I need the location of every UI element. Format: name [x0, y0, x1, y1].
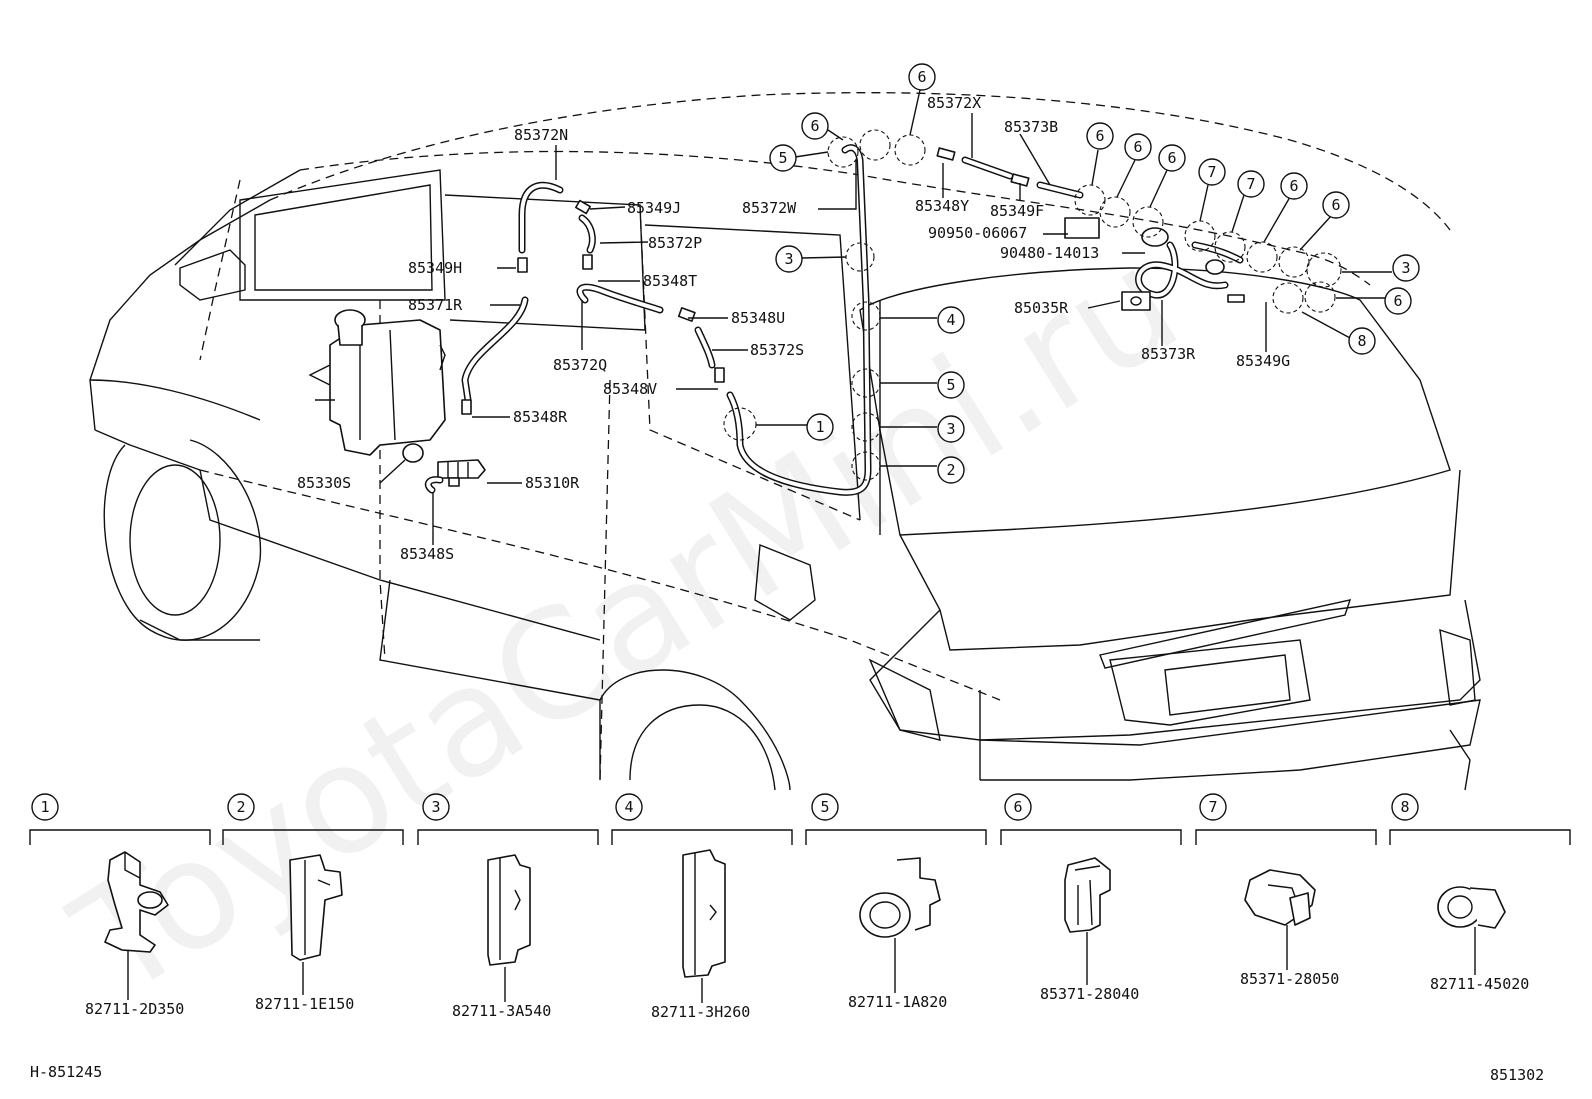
diagram-code-left: H-851245	[30, 1063, 102, 1081]
label-90950-06067: 90950-06067	[928, 224, 1027, 242]
legend-number-3: 3	[431, 798, 440, 816]
bubble-6: 6	[1095, 127, 1104, 145]
legend-part-82711-2D350: 82711-2D350	[85, 1000, 184, 1018]
clip-6-drawing	[1064, 857, 1111, 933]
bubble-2: 2	[946, 461, 955, 479]
bubble-5: 5	[778, 149, 787, 167]
label-85348S: 85348S	[400, 545, 454, 563]
bubble-6: 6	[810, 117, 819, 135]
watermark: ToyotaCarMini.ru	[46, 215, 1207, 1031]
clip-5-drawing	[859, 857, 941, 938]
label-85372P: 85372P	[648, 234, 702, 252]
hose-joints	[448, 147, 1245, 487]
legend-part-82711-3A540: 82711-3A540	[452, 1002, 551, 1020]
callout-bubbles: 6 5 6 3 4 5 3 2 1 6 6 6 7 7 6 6 3 6 8	[769, 63, 1420, 484]
label-85349H: 85349H	[408, 259, 462, 277]
clip-legend: 1 2 3 4 5 6 7 8	[29, 793, 1571, 1021]
bubble-6: 6	[1133, 138, 1142, 156]
bubble-8: 8	[1357, 332, 1366, 350]
label-85349G: 85349G	[1236, 352, 1290, 370]
part-labels: 85372N 85349J 85372P 85349H 85348T 85371…	[297, 94, 1290, 563]
diagram-code-right: 851302	[1490, 1066, 1544, 1084]
clip-1-drawing	[104, 851, 169, 953]
bubble-6: 6	[1331, 196, 1340, 214]
label-85330S: 85330S	[297, 474, 351, 492]
label-85348T: 85348T	[643, 272, 697, 290]
clip-3-drawing	[487, 854, 531, 966]
bubble-6: 6	[917, 68, 926, 86]
clip-7-drawing	[1244, 869, 1316, 926]
van-outline	[89, 92, 1481, 791]
bubble-7: 7	[1246, 175, 1255, 193]
bubble-3: 3	[946, 420, 955, 438]
legend-number-8: 8	[1400, 798, 1409, 816]
washer-tank	[308, 309, 446, 456]
label-85349J: 85349J	[627, 199, 681, 217]
bubble-4: 4	[946, 311, 955, 329]
legend-part-85371-28040: 85371-28040	[1040, 985, 1139, 1003]
label-85373R: 85373R	[1141, 345, 1196, 363]
washer-pump	[402, 443, 486, 479]
label-85372N: 85372N	[514, 126, 568, 144]
label-85372S: 85372S	[750, 341, 804, 359]
legend-number-7: 7	[1208, 798, 1217, 816]
clip-4-drawing	[682, 849, 726, 978]
legend-part-85371-28050: 85371-28050	[1240, 970, 1339, 988]
label-90480-14013: 90480-14013	[1000, 244, 1099, 262]
label-85372X: 85372X	[927, 94, 981, 112]
label-85310R: 85310R	[525, 474, 580, 492]
legend-part-82711-1A820: 82711-1A820	[848, 993, 947, 1011]
bubble-6: 6	[1289, 177, 1298, 195]
label-85348V: 85348V	[603, 380, 657, 398]
label-85349F: 85349F	[990, 202, 1044, 220]
legend-part-82711-3H260: 82711-3H260	[651, 1003, 750, 1021]
label-85348R: 85348R	[513, 408, 568, 426]
legend-number-2: 2	[236, 798, 245, 816]
legend-number-1: 1	[40, 798, 49, 816]
label-85372Q: 85372Q	[553, 356, 607, 374]
legend-part-82711-1E150: 82711-1E150	[255, 995, 354, 1013]
label-85348Y: 85348Y	[915, 197, 969, 215]
bubble-3: 3	[1401, 259, 1410, 277]
label-85371R: 85371R	[408, 296, 463, 314]
legend-part-82711-45020: 82711-45020	[1430, 975, 1529, 993]
legend-number-6: 6	[1013, 798, 1022, 816]
label-85372W: 85372W	[742, 199, 797, 217]
label-85373B: 85373B	[1004, 118, 1058, 136]
bubble-7: 7	[1207, 163, 1216, 181]
bubble-3: 3	[784, 250, 793, 268]
clip-2-drawing	[289, 854, 343, 961]
washer-hoses	[424, 144, 1244, 496]
clip-8-drawing	[1437, 886, 1506, 929]
bubble-1: 1	[815, 418, 824, 436]
bubble-5: 5	[946, 376, 955, 394]
leader-lines	[379, 89, 1392, 545]
label-85035R: 85035R	[1014, 299, 1069, 317]
legend-number-5: 5	[820, 798, 829, 816]
label-85348U: 85348U	[731, 309, 785, 327]
legend-number-4: 4	[624, 798, 633, 816]
bubble-6: 6	[1167, 149, 1176, 167]
bubble-6: 6	[1393, 292, 1402, 310]
